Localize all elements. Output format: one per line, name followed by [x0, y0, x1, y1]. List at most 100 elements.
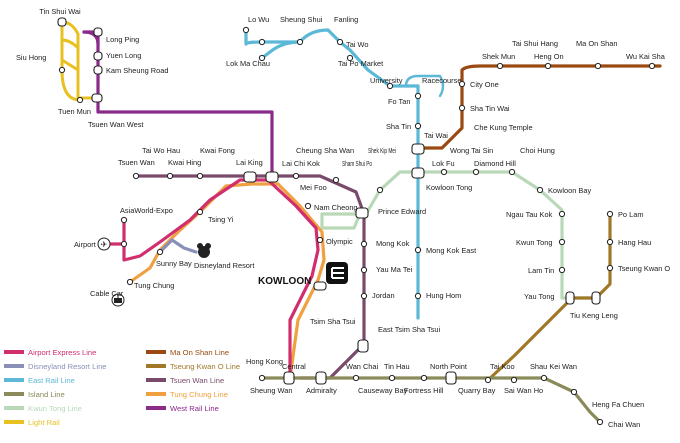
station-dot	[360, 266, 368, 274]
station-marker	[313, 281, 327, 291]
station-dot	[336, 38, 344, 46]
label-causeway-bay: Causeway Bay	[358, 386, 408, 395]
east-rail-lmc-branch	[260, 40, 302, 60]
label-cheung-sha-wan: Cheung Sha Wan	[296, 146, 354, 155]
label-sheung-wan: Sheung Wan	[250, 386, 292, 395]
label-yau-tong: Yau Tong	[524, 292, 555, 301]
label-airport: Airport	[74, 240, 96, 249]
label-ngau-tau-kok: Ngau Tau Kok	[506, 210, 553, 219]
station-dot	[76, 96, 84, 104]
label-kowloon-bay: Kowloon Bay	[548, 186, 591, 195]
station-marker	[565, 291, 575, 305]
label-tai-po-market: Tai Po Market	[338, 59, 383, 68]
station-dot	[570, 388, 578, 396]
label-mong-kok-east: Mong Kok East	[426, 246, 476, 255]
label-heng-on: Heng On	[534, 52, 564, 61]
station-marker	[411, 167, 425, 179]
legend-label: Airport Express Line	[28, 348, 96, 357]
station-dot	[540, 374, 548, 382]
legend-label: West Rail Line	[170, 404, 219, 413]
label-che-kung-temple: Che Kung Temple	[474, 123, 533, 132]
station-dot	[414, 92, 422, 100]
label-kwai-fong: Kwai Fong	[200, 146, 235, 155]
station-dot	[258, 38, 266, 46]
label-wan-chai: Wan Chai	[346, 362, 379, 371]
station-dot	[376, 186, 384, 194]
station-dot	[606, 264, 614, 272]
station-dot	[196, 208, 204, 216]
station-dot	[126, 278, 134, 286]
label-racecourse: Racecourse	[422, 76, 461, 85]
station-dot	[558, 266, 566, 274]
label-cable-car: Cable Car	[90, 289, 124, 298]
station-dot	[258, 374, 266, 382]
cable-car-icon	[111, 293, 125, 307]
svg-text:✈: ✈	[101, 240, 108, 249]
label-mei-foo: Mei Foo	[300, 183, 327, 192]
station-dot	[360, 292, 368, 300]
station-dot	[258, 54, 266, 62]
station-dot	[508, 168, 516, 176]
station-dot	[386, 82, 394, 90]
station-dot	[414, 246, 422, 254]
label-hang-hau: Hang Hau	[618, 238, 651, 247]
label-hung-hom: Hung Hom	[426, 291, 461, 300]
legend-label: Kwun Tong Line	[28, 404, 82, 413]
label-central: Central	[282, 362, 306, 371]
label-long-ping: Long Ping	[106, 35, 139, 44]
station-dot	[242, 26, 250, 34]
label-tsuen-wan: Tsuen Wan	[118, 158, 155, 167]
station-dot	[606, 238, 614, 246]
label-kwai-hing: Kwai Hing	[168, 158, 201, 167]
station-dot	[458, 80, 466, 88]
station-dot	[458, 104, 466, 112]
label-jordan: Jordan	[372, 291, 395, 300]
legend-label: Island Line	[28, 390, 65, 399]
label-siu-hong: Siu Hong	[16, 53, 46, 62]
station-dot	[388, 374, 396, 382]
label-po-lam: Po Lam	[618, 210, 643, 219]
station-marker	[57, 17, 67, 27]
station-dot	[596, 418, 604, 426]
station-dot	[510, 376, 518, 384]
label-tai-wo-hau: Tai Wo Hau	[142, 146, 180, 155]
label-sham-shui-po-1: Sham Shui Po	[342, 159, 372, 168]
label-tai-shui-hang: Tai Shui Hang	[512, 39, 558, 48]
disneyland-line	[158, 238, 198, 254]
label-wu-kai-sha: Wu Kai Sha	[626, 52, 666, 61]
label-shek-mun: Shek Mun	[482, 52, 515, 61]
station-marker	[93, 65, 103, 75]
tseung-kwan-o-line	[486, 212, 612, 382]
label-kwun-tong: Kwun Tong	[516, 238, 552, 247]
light-rail-line	[60, 20, 100, 102]
station-dot	[132, 172, 140, 180]
east-rail-racecourse-loop	[404, 74, 445, 98]
label-diamond-hill: Diamond Hill	[474, 159, 516, 168]
station-dot	[346, 54, 354, 62]
label-sha-tin: Sha Tin	[386, 122, 411, 131]
station-dot	[536, 186, 544, 194]
label-sheung-shui: Sheung Shui	[280, 15, 323, 24]
station-dot	[558, 238, 566, 246]
label-yuen-long: Yuen Long	[106, 51, 141, 60]
disneyland-icon	[197, 243, 211, 258]
station-dot	[292, 172, 300, 180]
legend-label: East Rail Line	[28, 376, 75, 385]
station-marker	[355, 207, 369, 219]
label-olympic: Olympic	[326, 237, 353, 246]
label-prince-edward: Prince Edward	[378, 207, 426, 216]
station-marker	[591, 291, 601, 305]
label-shau-kei-wan: Shau Kei Wan	[530, 362, 577, 371]
station-dot	[332, 176, 340, 184]
station-marker	[93, 51, 103, 61]
station-marker	[91, 93, 103, 103]
label-shek-kip-mei: Shek Kip Mei	[368, 146, 396, 155]
label-lam-tin: Lam Tin	[528, 266, 554, 275]
station-marker	[93, 27, 103, 37]
label-university: University	[370, 76, 403, 85]
station-dot	[120, 216, 128, 224]
label-tin-hau: Tin Hau	[384, 362, 410, 371]
label-tsing-yi: Tsing Yi	[208, 215, 234, 224]
label-hong-kong: Hong Kong	[246, 357, 283, 366]
